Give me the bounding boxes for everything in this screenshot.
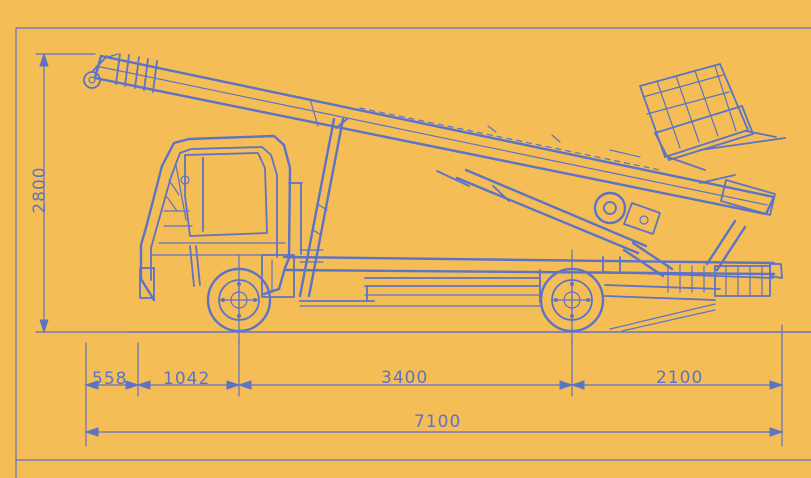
rear-overhang-label: 2100	[656, 368, 704, 388]
height-dimension	[35, 52, 811, 334]
truck-chassis	[282, 249, 776, 307]
rear-details	[602, 256, 783, 293]
cab-offset-label: 1042	[163, 369, 211, 389]
front-overhang-label: 558	[92, 369, 128, 389]
height-dimension-label: 2800	[30, 166, 50, 214]
truck-cab	[139, 134, 303, 302]
overall-length-label: 7100	[414, 412, 462, 432]
drawing-frame	[15, 27, 811, 478]
length-dimensions	[84, 324, 784, 447]
platform-basket	[639, 63, 786, 171]
wheelbase-label: 3400	[381, 368, 429, 388]
axle-center-lines	[238, 249, 573, 346]
